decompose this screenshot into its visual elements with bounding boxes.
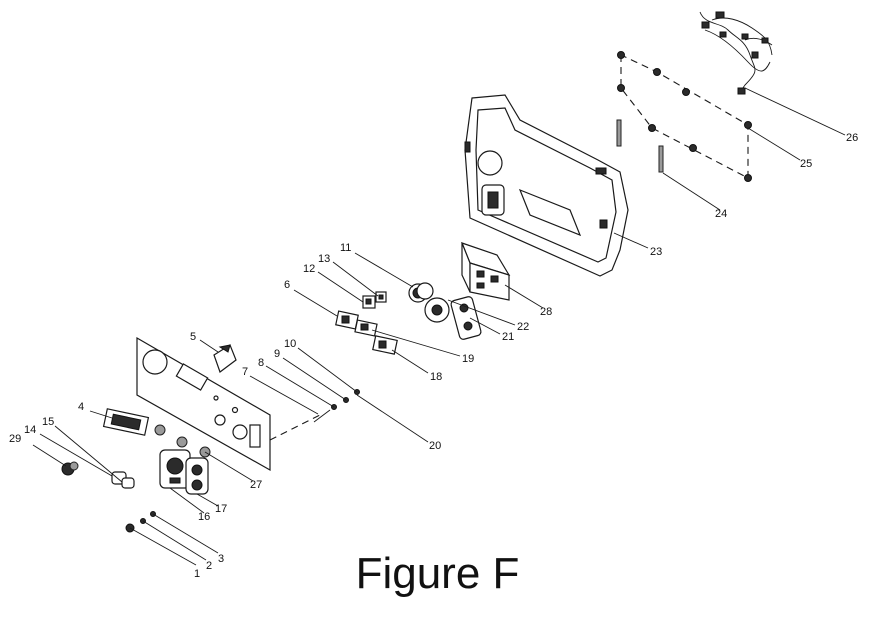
callout-29: 29 [9,433,21,445]
callout-7: 7 [242,366,248,378]
callout-5: 5 [190,331,196,343]
wiring-harness [699,11,773,95]
hardware-1-2-3 [125,511,156,533]
callout-9: 9 [274,348,280,360]
callout-6: 6 [284,279,290,291]
component-5 [213,344,237,373]
callout-3: 3 [218,553,224,565]
callout-14: 14 [24,424,36,436]
panel-housing [464,94,629,277]
callout-15: 15 [42,416,54,428]
callout-17: 17 [215,503,227,515]
outlet-22 [424,297,450,323]
receptacle-box [460,242,511,301]
leader-lines [32,87,846,566]
callout-23: 23 [650,246,662,258]
display-4 [102,408,150,436]
figure-caption: Figure F [355,549,520,598]
outlet-21 [450,296,482,340]
hardware-8-9-10 [313,389,360,423]
receptacle-16 [159,449,191,489]
callout-21: 21 [502,331,514,343]
callout-12: 12 [303,263,315,275]
callout-26: 26 [846,132,858,144]
callout-28: 28 [540,306,552,318]
cover-15 [111,471,135,489]
callout-8: 8 [258,357,264,369]
callout-10: 10 [284,338,296,350]
callout-27: 27 [250,479,262,491]
callout-22: 22 [517,321,529,333]
callout-20: 20 [429,440,441,452]
breaker-6 [335,310,359,330]
callout-1: 1 [194,568,200,580]
nut-set [617,51,752,182]
callout-18: 18 [430,371,442,383]
front-panel-plate [136,336,321,472]
studs [616,119,664,173]
knob-11 [408,282,434,303]
callout-4: 4 [78,401,84,413]
switch-13 [375,291,387,303]
callout-11: 11 [340,242,351,254]
callout-24: 24 [715,208,727,220]
breaker-19 [354,319,378,337]
callout-25: 25 [800,158,812,170]
callout-19: 19 [462,353,474,365]
callout-2: 2 [206,560,212,572]
callout-labels: 1 2 3 4 5 6 7 8 9 10 11 12 13 14 15 16 1… [9,132,858,580]
knob-29 [61,461,79,476]
callout-16: 16 [198,511,210,523]
switch-12 [362,295,376,309]
receptacle-17 [185,457,209,495]
breaker-18 [372,335,398,355]
callout-13: 13 [318,253,330,265]
